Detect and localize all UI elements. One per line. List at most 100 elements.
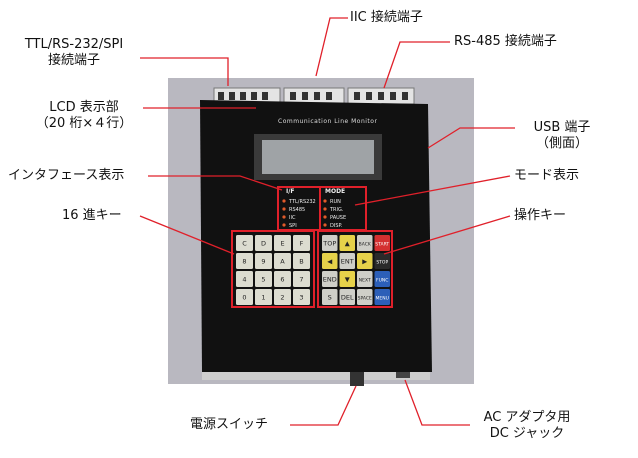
op-key-11 (374, 271, 390, 287)
hex-key-label-9: 5 (261, 276, 265, 284)
op-key-label-2: BACK (359, 242, 372, 248)
hex-key-label-2: E (280, 240, 284, 248)
line-rs485 (383, 41, 450, 89)
op-key-label-8: END (323, 276, 337, 284)
hex-key-2 (274, 235, 291, 251)
op-key-label-0: TOP (322, 240, 336, 248)
hex-key-5 (255, 253, 272, 269)
interface-item-1: RS485 (289, 207, 305, 213)
connector-rs485 (347, 87, 415, 105)
line-mode (354, 175, 511, 206)
line-ttl (140, 57, 229, 86)
label-power: 電源スイッチ (190, 417, 269, 432)
hex-key-7 (293, 253, 310, 269)
hex-key-label-15: 3 (299, 294, 303, 302)
mode-item-3: DISP. (330, 223, 343, 229)
hex-key-label-8: 4 (242, 276, 246, 284)
label-iic: IIC 接続端子 (350, 10, 423, 25)
hex-key-14 (274, 289, 291, 305)
callout-box-opkeys (317, 230, 393, 308)
op-key-label-5: ENT (341, 258, 354, 266)
line-opkey (383, 215, 511, 255)
line-power (290, 385, 357, 426)
hex-key-label-0: C (242, 240, 247, 248)
op-key-3 (374, 235, 390, 251)
label-hexkey: 16 進キー (62, 208, 122, 223)
op-key-label-15: MENU (376, 296, 389, 302)
lcd-screen (262, 140, 374, 174)
line-interface (148, 175, 283, 191)
interface-panel: I/F TTL/RS232 RS485 IIC SPI (282, 188, 316, 229)
line-hexkey (139, 215, 235, 255)
hex-key-label-10: 6 (280, 276, 284, 284)
hex-key-label-3: F (300, 240, 304, 248)
interface-item-3: SPI (289, 223, 297, 229)
hex-key-label-5: 9 (261, 258, 265, 266)
label-opkey: 操作キー (514, 208, 567, 223)
hex-key-12 (236, 289, 253, 305)
connector-iic (283, 87, 345, 105)
op-key-7 (374, 253, 390, 269)
hex-key-13 (255, 289, 272, 305)
interface-header: I/F (286, 188, 295, 195)
op-key-12 (322, 289, 338, 305)
op-key-10 (357, 271, 373, 287)
hex-key-0 (236, 235, 253, 251)
label-usb: USB 端子 （側面） (512, 120, 612, 152)
op-key-8 (322, 271, 338, 287)
op-key-label-1: ▲ (345, 240, 350, 248)
op-key-4 (322, 253, 338, 269)
op-key-label-9: ▼ (345, 276, 350, 284)
hex-key-8 (236, 271, 253, 287)
hex-key-label-4: 8 (242, 258, 246, 266)
hex-key-label-1: D (261, 240, 266, 248)
label-ttl-line2: 接続端子 (47, 53, 100, 68)
mode-item-2: PAUSE (330, 215, 346, 221)
label-interface: インタフェース表示 (8, 168, 125, 183)
op-key-14 (357, 289, 373, 305)
label-mode: モード表示 (514, 168, 580, 183)
hex-key-label-6: A (280, 258, 285, 266)
mode-item-1: TRIG. (329, 207, 344, 213)
mode-panel: MODE RUN TRIG. PAUSE DISP. (323, 188, 346, 229)
op-key-label-12: S (328, 294, 332, 302)
op-key-label-13: DEL (341, 294, 354, 302)
mode-item-0: RUN (330, 199, 341, 205)
label-usb-line1: USB 端子 (533, 120, 591, 135)
line-usb (427, 127, 515, 149)
op-key-label-10: NEXT (359, 278, 371, 284)
hex-keypad: C D E F 8 9 A B 4 5 6 7 0 1 2 3 (236, 235, 310, 305)
op-key-6 (357, 253, 373, 269)
dc-jack (396, 372, 410, 378)
hex-key-10 (274, 271, 291, 287)
hex-key-label-14: 2 (280, 294, 284, 302)
line-ac (404, 379, 470, 426)
hex-key-label-13: 1 (261, 294, 265, 302)
label-lcd: LCD 表示部 （20 桁×４行） (26, 100, 142, 132)
callout-box-hexkeys (231, 230, 315, 308)
op-key-5 (339, 253, 355, 269)
label-ttl: TTL/RS-232/SPI 接続端子 (10, 37, 138, 69)
connector-ttl (213, 87, 281, 105)
op-key-label-14: SPACE (358, 296, 372, 302)
label-usb-line2: （側面） (535, 136, 588, 151)
op-key-2 (357, 235, 373, 251)
mode-header: MODE (325, 188, 345, 195)
op-key-1 (339, 235, 355, 251)
op-key-label-4: ◀ (327, 258, 332, 266)
op-key-13 (339, 289, 355, 305)
op-key-label-7: STOP (376, 260, 388, 266)
op-key-0 (322, 235, 338, 251)
hex-key-15 (293, 289, 310, 305)
op-key-label-6: ▶ (362, 258, 367, 266)
hex-key-label-11: 7 (299, 276, 303, 284)
hex-key-label-7: B (299, 258, 303, 266)
hex-key-label-12: 0 (242, 294, 246, 302)
label-ac-line1: AC アダプタ用 (483, 410, 571, 425)
label-lcd-line2: （20 桁×４行） (35, 116, 133, 131)
hex-key-6 (274, 253, 291, 269)
line-iic (315, 17, 348, 77)
label-rs485: RS-485 接続端子 (454, 34, 557, 49)
